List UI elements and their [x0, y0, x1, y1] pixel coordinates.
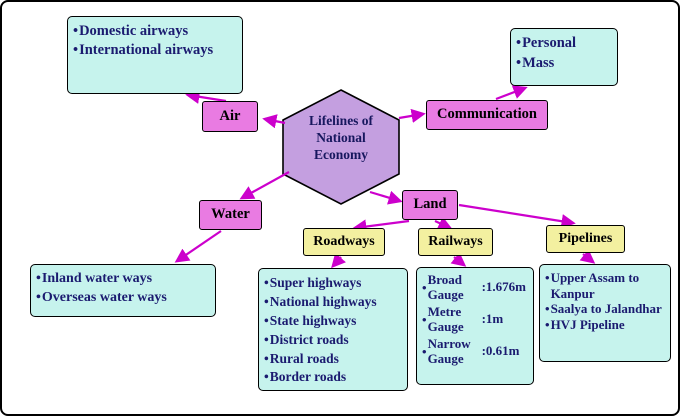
list-item-text: Personal: [522, 35, 577, 51]
list-item: •State highways: [264, 312, 403, 331]
list-item-text: Mass: [522, 54, 555, 71]
node-air-label: Air: [219, 107, 241, 124]
list-item: •National highways: [264, 293, 403, 312]
list-item: •Narrow Gauge :0.61m: [422, 335, 529, 367]
list-item-text: Border roads: [269, 369, 347, 385]
water-detail-box: •Inland water ways•Overseas water ways: [30, 264, 216, 317]
bullet-icon: •: [73, 41, 79, 58]
air-detail-box: •Domestic airways•International airways: [67, 16, 243, 94]
list-item-text: HVJ Pipeline: [550, 316, 625, 332]
bullet-icon: •: [264, 331, 269, 347]
bullet-icon: •: [264, 312, 269, 328]
bullet-icon: •: [545, 316, 550, 332]
connector-land-to-railways: [434, 216, 453, 230]
bullet-icon: •: [264, 275, 269, 290]
list-item: •Metre Gauge :1m: [422, 303, 529, 335]
list-item-label: Broad Gauge: [427, 272, 464, 302]
node-pipelines: Pipelines: [546, 225, 625, 253]
node-water-label: Water: [211, 206, 250, 223]
connector-hex-to-communication: [398, 108, 426, 123]
list-item: •Overseas water ways: [36, 289, 211, 308]
list-item: •Inland water ways: [36, 270, 211, 289]
list-item-text: District roads: [269, 331, 349, 347]
connector-hex-to-water: [239, 171, 290, 200]
list-item: •Upper Assam to Kanpur: [545, 270, 666, 301]
bullet-icon: •: [264, 293, 269, 309]
node-railways-label: Railways: [428, 233, 483, 249]
node-communication-label: Communication: [437, 106, 537, 123]
list-item: •HVJ Pipeline: [545, 317, 666, 333]
bullet-icon: •: [516, 54, 522, 71]
list-item-value: :0.61m: [481, 343, 520, 359]
list-item-value: :1.676m: [481, 279, 526, 295]
connector-pipelines-to-detail: [579, 249, 596, 264]
bullet-icon: •: [73, 23, 79, 39]
node-roadways: Roadways: [303, 228, 385, 256]
list-item-text: Rural roads: [269, 350, 339, 366]
list-item-text: Overseas water ways: [41, 289, 167, 305]
list-item: •Border roads: [264, 368, 403, 387]
list-item-text: Upper Assam to Kanpur: [550, 270, 640, 301]
list-item-label: Narrow Gauge: [427, 335, 471, 366]
node-water: Water: [199, 200, 262, 230]
bullet-icon: •: [422, 279, 427, 295]
bullet-icon: •: [264, 350, 269, 366]
bullet-icon: •: [422, 311, 427, 327]
bullet-icon: •: [545, 270, 550, 285]
railways-detail-box: •Broad Gauge:1.676m•Metre Gauge:1m•Narro…: [416, 267, 534, 385]
pipelines-detail-box: •Upper Assam to Kanpur•Saalya to Jalandh…: [539, 264, 671, 362]
connector-water-to-detail: [174, 230, 222, 263]
communication-detail-box: •Personal•Mass: [510, 28, 618, 86]
node-roadways-label: Roadways: [313, 233, 375, 249]
bullet-icon: •: [36, 289, 41, 305]
node-land-label: Land: [413, 196, 447, 213]
list-item-text: Domestic airways: [79, 23, 189, 39]
list-item: •Saalya to Jalandhar: [545, 301, 666, 317]
node-communication: Communication: [426, 100, 548, 130]
list-item-text: Inland water ways: [41, 271, 153, 286]
node-railways: Railways: [418, 228, 493, 256]
list-item: •International airways: [73, 41, 238, 60]
list-item: •Personal: [516, 34, 613, 54]
list-item-text: Saalya to Jalandhar: [550, 301, 662, 317]
list-item: •Mass: [516, 54, 613, 74]
bullet-icon: •: [422, 343, 427, 359]
connector-land-to-roadways: [352, 219, 410, 234]
bullet-icon: •: [516, 35, 522, 51]
list-item: •District roads: [264, 331, 403, 350]
connector-communication-to-detail: [495, 85, 528, 101]
connector-hex-to-air: [262, 114, 286, 129]
connector-hex-to-land: [369, 190, 403, 205]
node-air: Air: [202, 101, 258, 132]
list-item-text: International airways: [79, 41, 214, 58]
list-item: •Domestic airways: [73, 22, 238, 41]
center-node-label: Lifelines of National Economy: [308, 113, 374, 162]
list-item-label: Metre Gauge: [427, 303, 464, 334]
list-item-text: State highways: [269, 312, 357, 328]
list-item-text: National highways: [269, 293, 377, 309]
list-item-text: Super highways: [269, 275, 362, 290]
list-item: •Broad Gauge :1.676m: [422, 272, 529, 303]
bullet-icon: •: [545, 301, 550, 317]
list-item: •Super highways: [264, 274, 403, 293]
node-pipelines-label: Pipelines: [558, 230, 613, 246]
connector-railways-to-detail: [450, 252, 467, 267]
connector-roadways-to-detail: [331, 252, 346, 269]
connector-land-to-pipelines: [458, 203, 576, 229]
list-item-value: :1m: [481, 311, 504, 327]
node-land: Land: [402, 190, 458, 220]
roadways-detail-box: •Super highways•National highways•State …: [258, 268, 408, 391]
bullet-icon: •: [264, 369, 269, 385]
list-item: •Rural roads: [264, 350, 403, 369]
bullet-icon: •: [36, 271, 41, 286]
